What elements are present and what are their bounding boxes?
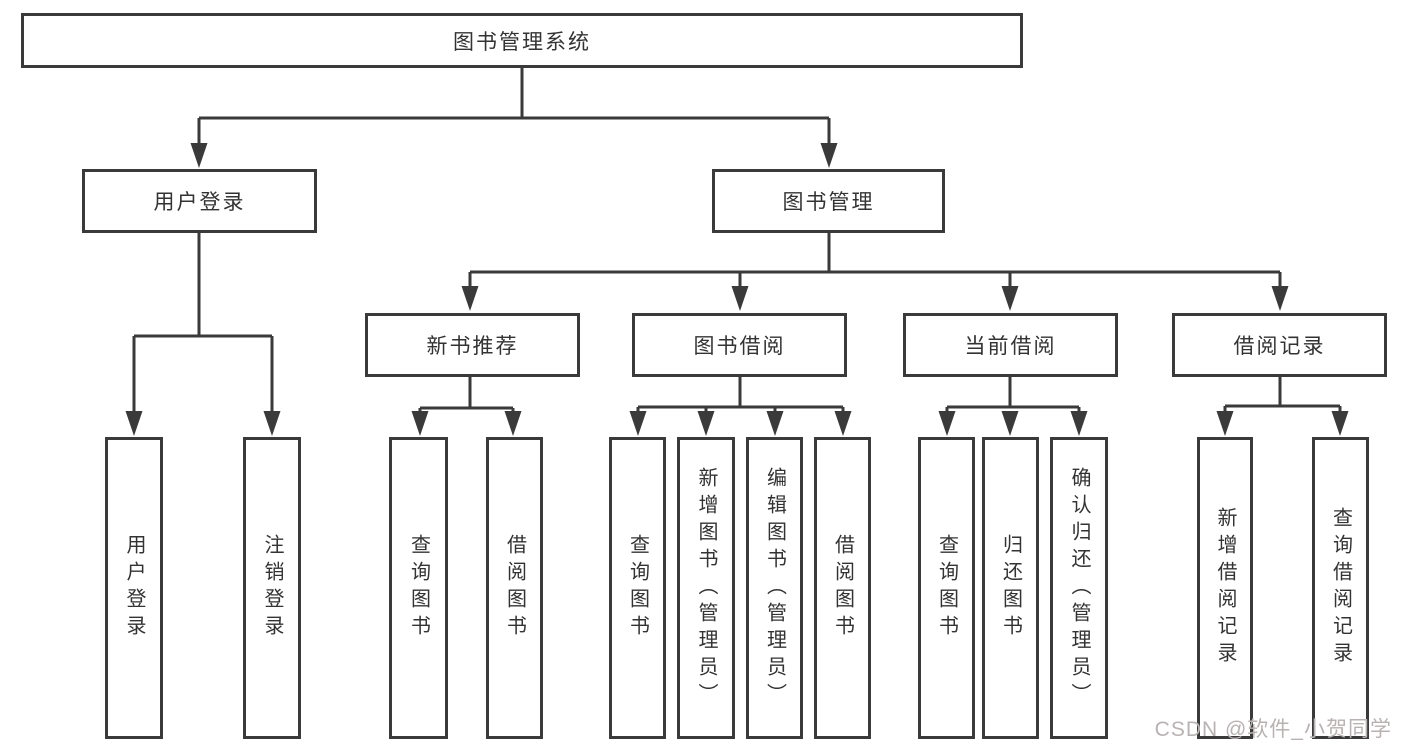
leaf-add-books-admin-label: 新增图书（管理员） <box>695 466 717 710</box>
leaf-query-borrow-record-label: 查询借阅记录 <box>1329 507 1352 669</box>
leaf-return-books-label: 归还图书 <box>999 534 1022 642</box>
node-user-login-branch: 用户登录 <box>82 169 317 233</box>
leaf-add-borrow-record: 新增借阅记录 <box>1197 437 1253 739</box>
node-new-book-recommend: 新书推荐 <box>365 313 580 377</box>
node-book-borrow: 图书借阅 <box>632 313 847 377</box>
leaf-logout: 注销登录 <box>243 437 301 739</box>
csdn-watermark: CSDN @软件_小贺同学 <box>1154 718 1392 741</box>
node-book-management-branch: 图书管理 <box>712 169 945 233</box>
leaf-newbook-query-books-label: 查询图书 <box>407 534 430 642</box>
leaf-borrow-books: 借阅图书 <box>814 437 871 739</box>
leaf-add-borrow-record-label: 新增借阅记录 <box>1214 507 1236 669</box>
leaf-user-login-label: 用户登录 <box>123 534 145 642</box>
leaf-confirm-return-admin: 确认归还（管理员） <box>1050 437 1108 739</box>
leaf-edit-books-admin: 编辑图书（管理员） <box>746 437 803 739</box>
leaf-confirm-return-admin-label: 确认归还（管理员） <box>1068 466 1090 710</box>
leaf-borrow-query-books-label: 查询图书 <box>626 534 649 642</box>
leaf-borrow-books-label: 借阅图书 <box>831 534 854 642</box>
leaf-edit-books-admin-label: 编辑图书（管理员） <box>763 466 786 710</box>
leaf-user-login: 用户登录 <box>105 437 163 739</box>
leaf-newbook-borrow-books: 借阅图书 <box>486 437 543 739</box>
leaf-logout-label: 注销登录 <box>261 534 283 642</box>
leaf-query-borrow-record: 查询借阅记录 <box>1312 437 1369 739</box>
node-borrow-records: 借阅记录 <box>1172 313 1387 377</box>
leaf-add-books-admin: 新增图书（管理员） <box>677 437 735 739</box>
leaf-current-query-books-label: 查询图书 <box>935 534 958 642</box>
node-root-system: 图书管理系统 <box>21 13 1023 68</box>
leaf-newbook-borrow-books-label: 借阅图书 <box>503 534 526 642</box>
leaf-return-books: 归还图书 <box>982 437 1039 739</box>
node-current-borrow: 当前借阅 <box>903 313 1118 377</box>
leaf-current-query-books: 查询图书 <box>918 437 975 739</box>
arrowheads <box>125 143 1349 436</box>
leaf-newbook-query-books: 查询图书 <box>389 437 448 739</box>
leaf-borrow-query-books: 查询图书 <box>609 437 666 739</box>
